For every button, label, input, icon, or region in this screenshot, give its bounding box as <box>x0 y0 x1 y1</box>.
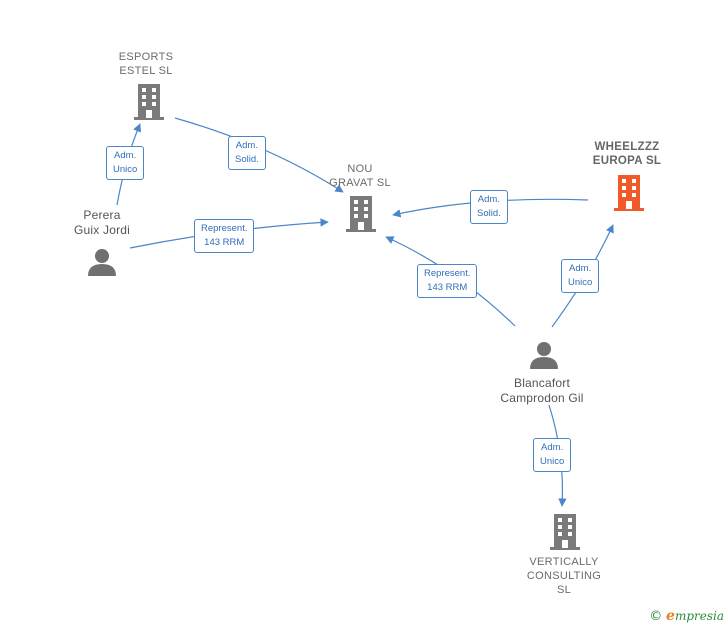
building-icon[interactable] <box>550 514 580 550</box>
edge-label-esports-nou[interactable]: Adm. Solid. <box>228 136 266 170</box>
person-icon[interactable] <box>529 341 559 369</box>
person-label-perera-guix-jordi[interactable]: Perera Guix Jordi <box>73 208 131 237</box>
empresia-logo[interactable]: © empresia <box>649 608 724 624</box>
company-label-wheelzzz-europa[interactable]: WHEELZZZ EUROPA SL <box>592 141 662 167</box>
edge-label-perera-esports[interactable]: Adm. Unico <box>106 146 145 180</box>
building-icon[interactable] <box>134 84 164 120</box>
person-label-blancafort-camprodon-gil[interactable]: Blancafort Camprodon Gil <box>500 376 584 405</box>
company-label-vertically-consulting[interactable]: VERTICALLY CONSULTING SL <box>526 556 602 596</box>
person-icon[interactable] <box>87 248 117 276</box>
edge-label-blancafort-vertically[interactable]: Adm. Unico <box>533 438 572 472</box>
edge-label-blancafort-wheelzzz[interactable]: Adm. Unico <box>561 259 600 293</box>
building-icon-highlighted[interactable] <box>614 175 644 211</box>
building-icon[interactable] <box>346 196 376 232</box>
edge-label-perera-nou[interactable]: Represent. 143 RRM <box>194 219 255 253</box>
edge-label-blancafort-nou[interactable]: Represent. 143 RRM <box>417 264 478 298</box>
company-label-esports-estel[interactable]: ESPORTS ESTEL SL <box>118 51 174 77</box>
edge-label-wheelzzz-nou[interactable]: Adm. Solid. <box>470 190 508 224</box>
company-label-nou-gravat[interactable]: NOU GRAVAT SL <box>329 163 391 189</box>
